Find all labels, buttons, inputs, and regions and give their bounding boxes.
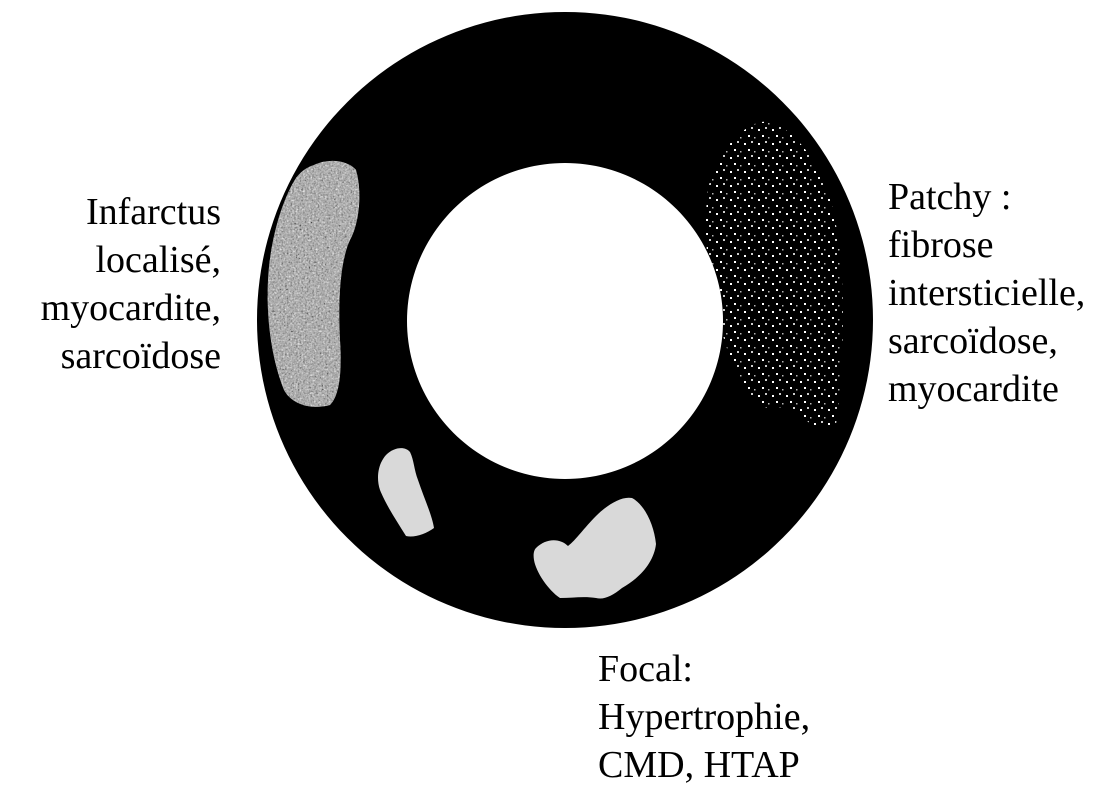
patchy-label: Patchy : fibrose intersticielle, sarcoïd… xyxy=(888,173,1085,413)
focal-label: Focal: Hypertrophie, CMD, HTAP xyxy=(598,645,810,789)
label-line: Patchy : xyxy=(888,173,1085,221)
infarct-label: Infarctus localisé, myocardite, sarcoïdo… xyxy=(41,188,221,380)
label-line: localisé, xyxy=(41,236,221,284)
label-line: intersticielle, xyxy=(888,269,1085,317)
label-line: Focal: xyxy=(598,645,810,693)
label-line: Hypertrophie, xyxy=(598,693,810,741)
label-line: Infarctus xyxy=(41,188,221,236)
label-line: myocardite xyxy=(888,365,1085,413)
label-line: sarcoïdose, xyxy=(888,317,1085,365)
label-line: myocardite, xyxy=(41,284,221,332)
label-line: sarcoïdose xyxy=(41,332,221,380)
label-line: fibrose xyxy=(888,221,1085,269)
label-line: CMD, HTAP xyxy=(598,741,810,789)
